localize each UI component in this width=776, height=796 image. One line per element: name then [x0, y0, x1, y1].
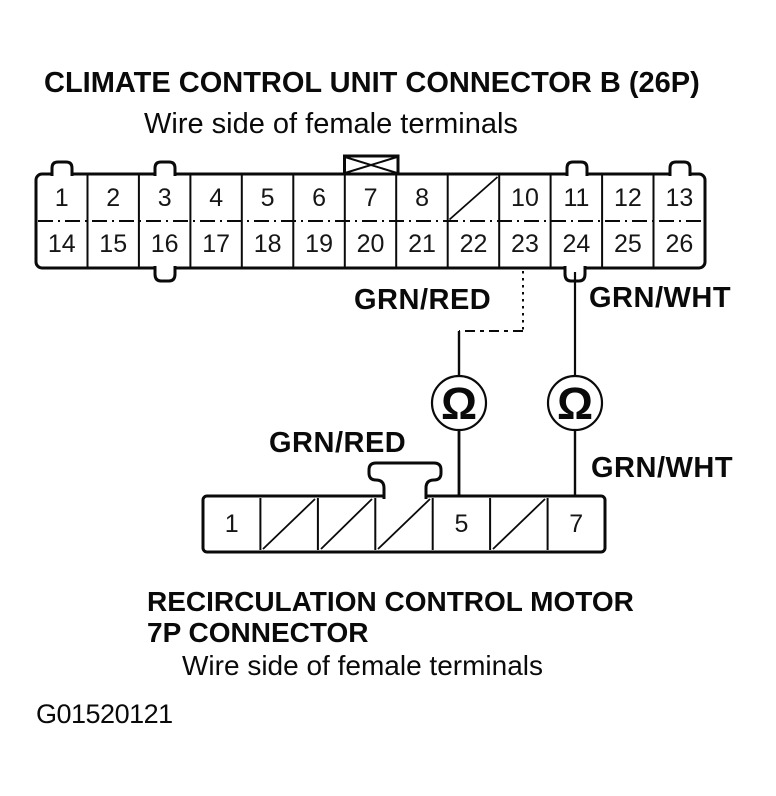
pin-10: 10	[511, 184, 539, 212]
pin-15: 15	[99, 230, 128, 258]
pin-11: 11	[563, 184, 590, 212]
alignment-tab-top-2	[153, 160, 177, 176]
pin-17: 17	[202, 230, 231, 258]
connector-7p-key-tab	[367, 461, 443, 499]
figure-code: G01520121	[36, 699, 173, 729]
pin-19: 19	[305, 230, 333, 258]
pin-18: 18	[253, 230, 282, 258]
connector-26p-top-row: 1 2 3 4 5 6 7 8 10 11 12 13	[36, 175, 705, 221]
pin-25: 25	[613, 230, 642, 258]
alignment-tab-top-4	[668, 160, 692, 176]
subtitle-wire-side-upper: Wire side of female terminals	[144, 108, 518, 140]
pin-21: 21	[408, 230, 436, 258]
page-title: CLIMATE CONTROL UNIT CONNECTOR B (26P)	[44, 67, 700, 99]
pin-9-blocked	[448, 175, 499, 221]
connector-7p-row: 1 5 7	[203, 496, 605, 552]
connector-7p-label-line1: RECIRCULATION CONTROL MOTOR	[147, 586, 634, 617]
alignment-tab-top-1	[50, 160, 74, 176]
ohmmeter-symbol-1: Ω	[440, 378, 478, 429]
wire-label-grn-wht-upper: GRN/WHT	[589, 282, 732, 314]
pin-26: 26	[665, 230, 694, 258]
alignment-tab-bottom-2	[563, 266, 587, 283]
wire-label-grn-wht-lower: GRN/WHT	[591, 452, 734, 484]
subtitle-wire-side-lower: Wire side of female terminals	[182, 650, 544, 681]
pin-7p-7: 7	[569, 510, 584, 538]
pin-23: 23	[511, 230, 539, 258]
pin-5: 5	[260, 184, 275, 212]
alignment-tab-bottom-1	[153, 266, 177, 283]
pin-7p-5: 5	[454, 510, 469, 538]
pin-14: 14	[47, 230, 76, 258]
wire-label-grn-red-upper: GRN/RED	[354, 284, 492, 316]
wire-label-grn-red-lower: GRN/RED	[269, 427, 407, 459]
connector-key-box	[343, 154, 400, 176]
pin-8: 8	[415, 184, 429, 212]
pin-24: 24	[562, 230, 591, 258]
pin-2: 2	[106, 184, 121, 212]
pin-7p-4-blocked	[375, 496, 432, 552]
pin-4: 4	[209, 184, 224, 212]
connector-26p-bottom-row: 14 15 16 17 18 19 20 21 22 23 24 25 26	[36, 221, 705, 267]
pin-13: 13	[665, 184, 694, 212]
pin-1: 1	[54, 184, 69, 212]
pin-7p-3-blocked	[318, 496, 375, 552]
pin-20: 20	[356, 230, 385, 258]
connector-7p-label-line2: 7P CONNECTOR	[147, 617, 369, 648]
pin-7p-2-blocked	[260, 496, 317, 552]
pin-7: 7	[363, 184, 378, 212]
ohmmeter-symbol-2: Ω	[556, 378, 594, 429]
alignment-tab-top-3	[565, 160, 589, 176]
pin-22: 22	[459, 230, 488, 258]
pin-6: 6	[312, 184, 327, 212]
pin-7p-6-blocked	[490, 496, 547, 552]
pin-12: 12	[613, 184, 642, 212]
pin-3: 3	[157, 184, 172, 212]
pin-16: 16	[150, 230, 179, 258]
pin-7p-1: 1	[224, 510, 239, 538]
